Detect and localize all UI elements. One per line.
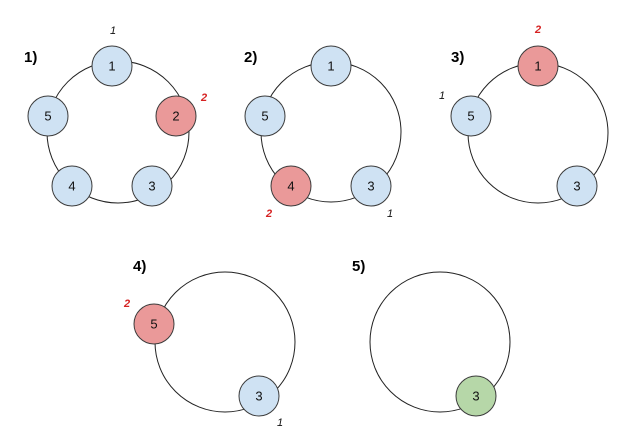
person-node-1: 1 — [310, 45, 352, 87]
person-label: 4 — [68, 179, 75, 194]
person-circle — [517, 45, 559, 87]
person-circle — [450, 95, 492, 137]
person-node-1: 1 — [517, 45, 559, 87]
person-label: 4 — [287, 179, 294, 194]
person-circle — [91, 45, 133, 87]
person-node-5: 5 — [244, 95, 286, 137]
step-1: 1) 1 1 2 2 3 4 5 — [24, 25, 207, 207]
person-circle — [133, 303, 175, 345]
person-circle — [455, 375, 497, 417]
person-node-3: 3 — [350, 165, 392, 207]
step-title: 4) — [133, 258, 146, 275]
person-node-5: 5 — [450, 95, 492, 137]
person-circle — [556, 165, 598, 207]
person-circle — [270, 165, 312, 207]
person-label: 5 — [261, 109, 268, 124]
person-node-3: 3 — [238, 375, 280, 417]
person-node-3: 3 — [131, 165, 173, 207]
person-circle — [51, 165, 93, 207]
person-node-3: 3 — [455, 375, 497, 417]
person-label: 2 — [172, 109, 179, 124]
count-label: 1 — [439, 90, 445, 102]
step-title: 5) — [352, 258, 365, 275]
person-node-5: 5 — [133, 303, 175, 345]
person-circle — [155, 95, 197, 137]
count-label: 2 — [265, 208, 272, 220]
person-label: 5 — [44, 109, 51, 124]
count-label: 2 — [534, 24, 541, 36]
person-label: 5 — [150, 317, 157, 332]
count-label: 2 — [123, 298, 130, 310]
person-circle — [238, 375, 280, 417]
step-3: 3) 1 2 3 5 1 — [439, 24, 609, 207]
person-label: 3 — [255, 389, 262, 404]
person-node-2: 2 — [155, 95, 197, 137]
step-4: 4) 3 1 5 2 — [123, 258, 296, 429]
step-title: 3) — [451, 49, 464, 66]
person-label: 3 — [148, 179, 155, 194]
count-label: 1 — [110, 25, 116, 37]
person-label: 3 — [472, 389, 479, 404]
count-label: 1 — [277, 417, 283, 429]
person-circle — [131, 165, 173, 207]
count-label: 2 — [200, 92, 207, 104]
step-title: 2) — [244, 49, 257, 66]
person-label: 3 — [367, 179, 374, 194]
person-label: 1 — [108, 59, 115, 74]
step-2: 2) 1 3 1 4 2 5 — [244, 45, 402, 220]
person-label: 3 — [573, 179, 580, 194]
person-label: 1 — [327, 59, 334, 74]
person-circle — [310, 45, 352, 87]
person-label: 1 — [534, 59, 541, 74]
person-node-1: 1 — [91, 45, 133, 87]
person-node-4: 4 — [270, 165, 312, 207]
person-node-4: 4 — [51, 165, 93, 207]
person-label: 5 — [467, 109, 474, 124]
person-node-5: 5 — [27, 95, 69, 137]
step-title: 1) — [24, 49, 37, 66]
step-5: 5) 3 — [352, 258, 511, 417]
person-node-3: 3 — [556, 165, 598, 207]
count-label: 1 — [387, 208, 393, 220]
circle-ring — [369, 271, 511, 413]
person-circle — [350, 165, 392, 207]
person-circle — [27, 95, 69, 137]
person-circle — [244, 95, 286, 137]
